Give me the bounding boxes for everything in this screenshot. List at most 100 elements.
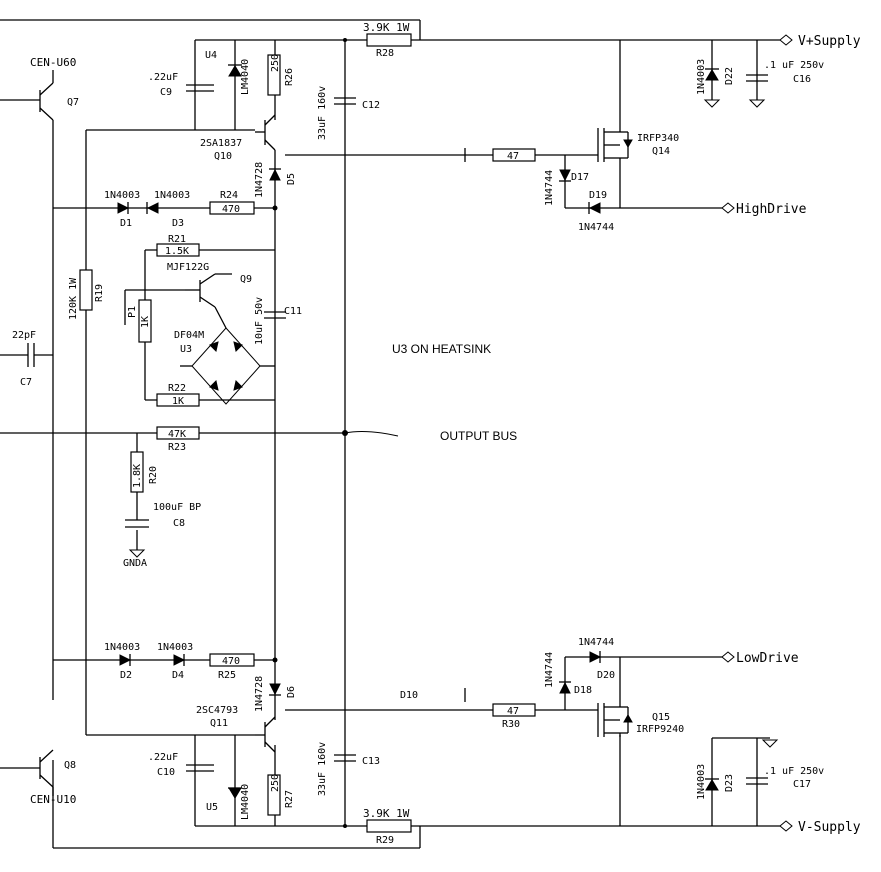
label-irfp9240: IRFP9240	[636, 724, 684, 735]
label-v-minus-supply: V-Supply	[798, 820, 861, 835]
zener-d19	[588, 202, 601, 214]
label-d4-part: 1N4003	[157, 642, 193, 653]
label-output-bus: OUTPUT BUS	[440, 429, 517, 443]
label-r19: R19	[94, 284, 105, 302]
resistor-r21	[156, 243, 200, 257]
label-gate-resistor-top-value: 47	[507, 151, 519, 162]
label-r24: R24	[220, 190, 238, 201]
label-c17: C17	[793, 779, 811, 790]
label-r19-value: 120K 1W	[68, 277, 79, 320]
resistor-r26	[267, 54, 281, 96]
label-c16-value: .1 uF 250v	[764, 60, 824, 71]
label-q10-part: 2SA1837	[200, 138, 242, 149]
label-r30: R30	[502, 719, 520, 730]
label-p1: P1	[127, 306, 138, 318]
diode-d23	[705, 779, 719, 791]
label-cen-u10: CEN-U10	[30, 793, 76, 806]
diode-d2	[119, 654, 132, 666]
label-q11: Q11	[210, 718, 228, 729]
label-r27-value: 250	[270, 774, 281, 792]
label-c10-value: .22uF	[148, 752, 178, 763]
label-high-drive: HighDrive	[736, 202, 807, 217]
label-u3: U3	[180, 344, 192, 355]
label-q10: Q10	[214, 151, 232, 162]
label-r26-value: 250	[270, 54, 281, 72]
label-d3: D3	[172, 218, 184, 229]
label-d19: D19	[589, 190, 607, 201]
label-d1: D1	[120, 218, 132, 229]
label-q8: Q8	[64, 760, 76, 771]
label-c11: C11	[284, 306, 302, 317]
label-c16: C16	[793, 74, 811, 85]
label-d17: D17	[571, 172, 589, 183]
label-gnda: GNDA	[123, 558, 147, 569]
label-d5: D5	[286, 173, 297, 185]
label-c7-value: 22pF	[12, 330, 36, 341]
label-d17-part: 1N4744	[544, 170, 555, 206]
mosfets	[597, 120, 633, 737]
label-irfp340: IRFP340	[637, 133, 679, 144]
label-r21: R21	[168, 234, 186, 245]
label-q9: Q9	[240, 274, 252, 285]
label-c9: C9	[160, 87, 172, 98]
label-d4: D4	[172, 670, 184, 681]
label-q15: Q15	[652, 712, 670, 723]
label-u4: U4	[205, 50, 217, 61]
label-r20-value: 1.8K	[132, 464, 143, 488]
diode-d4	[173, 654, 186, 666]
label-q11-part: 2SC4793	[196, 705, 238, 716]
resistor-gate-top	[492, 148, 536, 162]
label-d6: D6	[286, 686, 297, 698]
resistor-r27	[267, 774, 281, 816]
label-c8: C8	[173, 518, 185, 529]
label-c12: C12	[362, 100, 380, 111]
label-d2-part: 1N4003	[104, 642, 140, 653]
label-cen-u60: CEN-U60	[30, 56, 76, 69]
label-c13-value: 33uF 160v	[317, 742, 328, 796]
diode-d3	[146, 202, 159, 214]
label-c8-value: 100uF BP	[153, 502, 201, 513]
transistors	[0, 70, 276, 796]
resistor-r25	[209, 653, 255, 667]
label-r25-value: 470	[222, 656, 240, 667]
label-u5: U5	[206, 802, 218, 813]
labels: 3.9K 1W R28 3.9K 1W R29 V+Supply V-Suppl…	[12, 21, 861, 846]
label-u3-on-heatsink: U3 ON HEATSINK	[392, 342, 491, 356]
label-r24-value: 470	[222, 204, 240, 215]
label-d5-part: 1N4728	[254, 162, 265, 198]
label-c11-value: 10uF 50v	[254, 297, 265, 345]
label-d20: D20	[597, 670, 615, 681]
diode-d5	[269, 168, 281, 181]
label-d6-part: 1N4728	[254, 676, 265, 712]
bridge-rectifier-u3	[180, 327, 275, 405]
resistor-r28	[366, 33, 412, 47]
resistor-r30	[492, 703, 536, 717]
label-lm4040-bottom: LM4040	[240, 784, 251, 820]
label-d22-part: 1N4003	[696, 59, 707, 95]
label-c10: C10	[157, 767, 175, 778]
ports	[721, 34, 793, 832]
label-d1-part: 1N4003	[104, 190, 140, 201]
label-d10: D10	[400, 690, 418, 701]
label-low-drive: LowDrive	[736, 651, 799, 666]
label-v-plus-supply: V+Supply	[798, 34, 861, 49]
label-d20-part: 1N4744	[578, 637, 614, 648]
label-c17-value: .1 uF 250v	[764, 766, 824, 777]
label-q14: Q14	[652, 146, 670, 157]
label-c12-value: 33uF 160v	[317, 86, 328, 140]
potentiometer-p1	[138, 299, 152, 343]
label-mjf122g: MJF122G	[167, 262, 209, 273]
resistor-r20	[130, 451, 144, 493]
label-r23-value: 47K	[168, 429, 186, 440]
diode-d6	[269, 683, 281, 696]
label-r29-value: 3.9K 1W	[363, 807, 410, 820]
label-q7: Q7	[67, 97, 79, 108]
label-r27: R27	[284, 790, 295, 808]
label-r20: R20	[148, 466, 159, 484]
label-c13: C13	[362, 756, 380, 767]
zener-d20	[589, 651, 602, 663]
label-d19-part: 1N4744	[578, 222, 614, 233]
label-r28: R28	[376, 48, 394, 59]
